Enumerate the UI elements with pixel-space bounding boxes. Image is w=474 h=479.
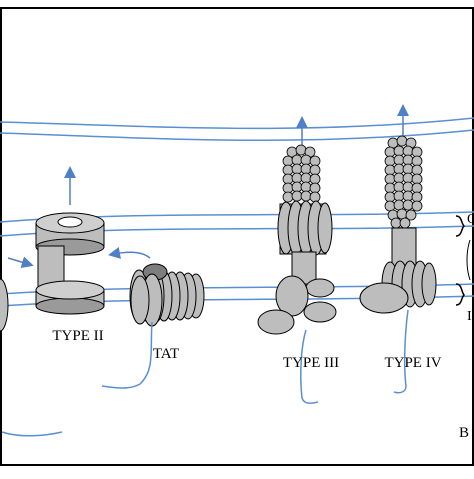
tat-label: TAT bbox=[153, 346, 179, 362]
type-iv-label: TYPE IV bbox=[384, 355, 441, 371]
type-ii-system bbox=[35, 166, 105, 315]
corner-letter: B bbox=[459, 425, 469, 441]
tat-arrow bbox=[108, 247, 151, 259]
type-ii-label: TYPE II bbox=[52, 328, 103, 344]
outer-membrane-label: O bbox=[467, 212, 474, 227]
right-connector bbox=[466, 239, 471, 281]
tat-system bbox=[101, 247, 205, 389]
type-iii-needle bbox=[282, 144, 321, 203]
type-iii-label: TYPE III bbox=[283, 355, 339, 371]
membrane-braces bbox=[455, 215, 466, 306]
type-iv-chain bbox=[393, 309, 409, 394]
partial-secretion-system-left bbox=[0, 278, 9, 332]
inner-membrane-label: I bbox=[467, 309, 472, 324]
type-iv-system bbox=[359, 104, 437, 394]
left-arrow bbox=[7, 256, 34, 269]
left-chain bbox=[1, 431, 63, 437]
outer-membrane bbox=[0, 117, 474, 142]
type-iii-chain bbox=[300, 329, 319, 404]
tat-chain bbox=[101, 321, 153, 389]
type-iv-pilus bbox=[384, 135, 423, 229]
type-iii-system bbox=[257, 116, 337, 404]
